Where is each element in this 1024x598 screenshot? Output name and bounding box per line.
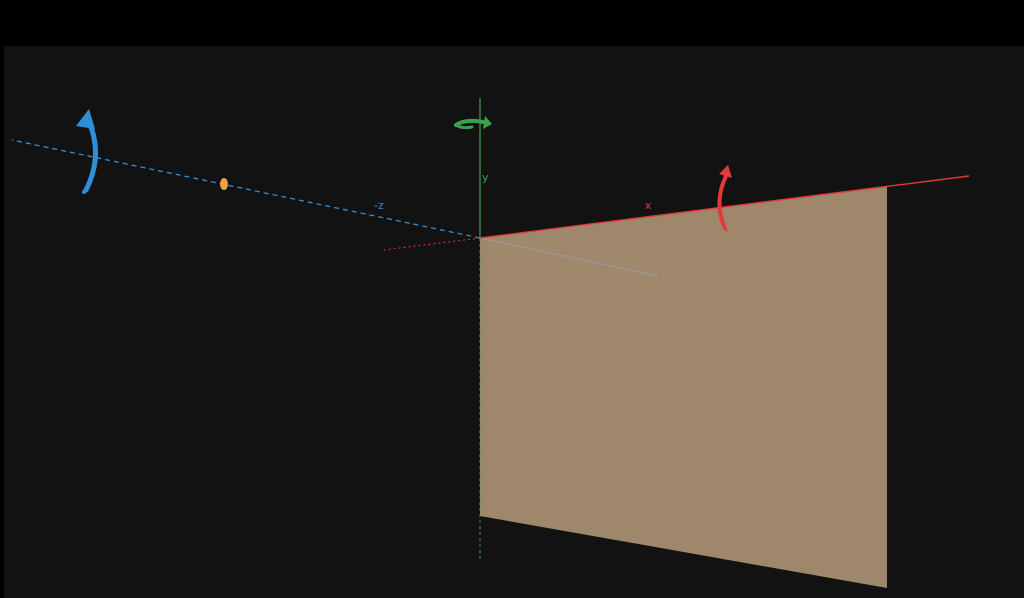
image-plane xyxy=(480,186,887,588)
3d-viewport[interactable]: x y -z xyxy=(4,46,1024,598)
y-rotation-icon[interactable] xyxy=(454,116,492,130)
normal-line xyxy=(479,237,659,277)
scene-svg: x y -z xyxy=(4,46,1024,598)
z-axis-label: -z xyxy=(374,199,384,212)
x-rotation-icon[interactable] xyxy=(717,165,732,232)
camera-point[interactable] xyxy=(220,178,228,190)
z-rotation-icon[interactable] xyxy=(76,109,99,194)
z-axis-line xyxy=(11,139,481,239)
x-axis-negative-line xyxy=(383,237,481,251)
y-axis-label: y xyxy=(482,171,489,184)
x-axis-line xyxy=(479,175,970,239)
x-axis-label: x xyxy=(645,199,652,212)
